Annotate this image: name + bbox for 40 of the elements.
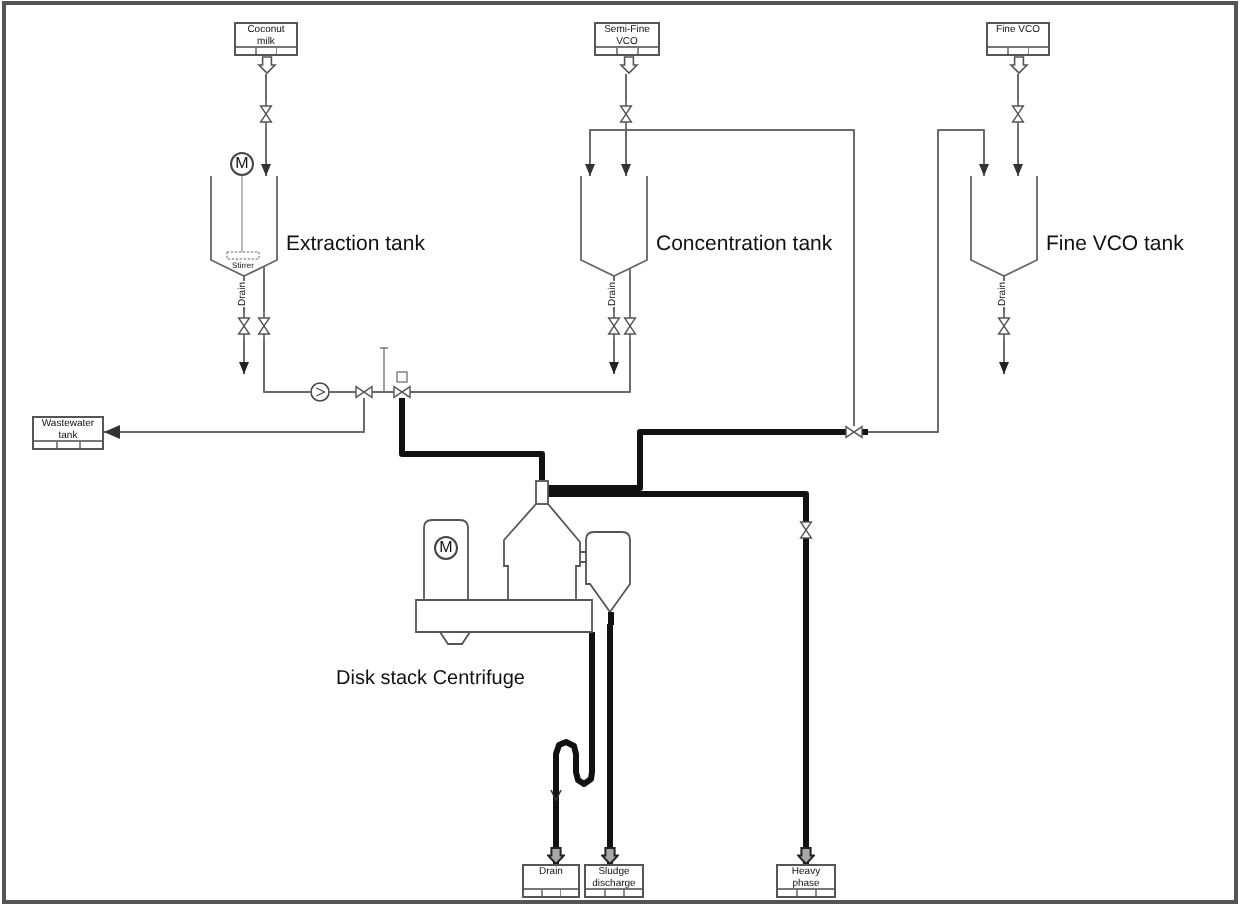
pipe-line — [548, 429, 840, 491]
valve-symbol — [998, 312, 1010, 340]
pipe-line — [625, 73, 627, 101]
flow-arrow — [103, 397, 365, 439]
valve-symbol — [624, 312, 636, 340]
flow-arrow — [1013, 127, 1023, 177]
valve-symbol — [238, 312, 250, 340]
valve-symbol — [258, 312, 270, 340]
tank-name: Concentration tank — [656, 232, 833, 256]
equipment-name: Disk stack Centrifuge — [336, 668, 525, 692]
tank-name: Fine VCO tank — [1046, 232, 1184, 256]
valve-symbol — [350, 386, 378, 398]
flow-arrow — [867, 129, 989, 433]
motor-symbol: M — [434, 536, 458, 560]
pipe-line — [263, 339, 311, 393]
pipe-line — [329, 391, 351, 393]
tank-name: Extraction tank — [286, 232, 425, 256]
valve-symbol — [800, 516, 812, 544]
pipe-line — [548, 491, 809, 516]
flow-arrow — [261, 127, 271, 177]
pipe-line — [265, 73, 267, 101]
flow-arrow — [609, 339, 619, 375]
valve-symbol — [620, 100, 632, 128]
pump-symbol — [310, 382, 330, 402]
pipe-line — [629, 275, 631, 313]
flow-arrow — [999, 339, 1009, 375]
valve-symbol — [260, 100, 272, 128]
valve-symbol — [608, 312, 620, 340]
valve-symbol — [388, 386, 416, 398]
flow-arrow — [239, 339, 249, 375]
pipe-line — [1017, 73, 1019, 101]
pipe-line — [399, 398, 545, 480]
flow-arrow — [621, 127, 631, 177]
motor-symbol: M — [230, 152, 254, 176]
pipe-line — [415, 339, 631, 393]
valve-symbol — [840, 426, 868, 438]
valve-symbol — [1012, 100, 1024, 128]
pipe-line — [377, 391, 389, 393]
pipe-line — [263, 275, 265, 313]
flow-arrow — [585, 129, 855, 427]
